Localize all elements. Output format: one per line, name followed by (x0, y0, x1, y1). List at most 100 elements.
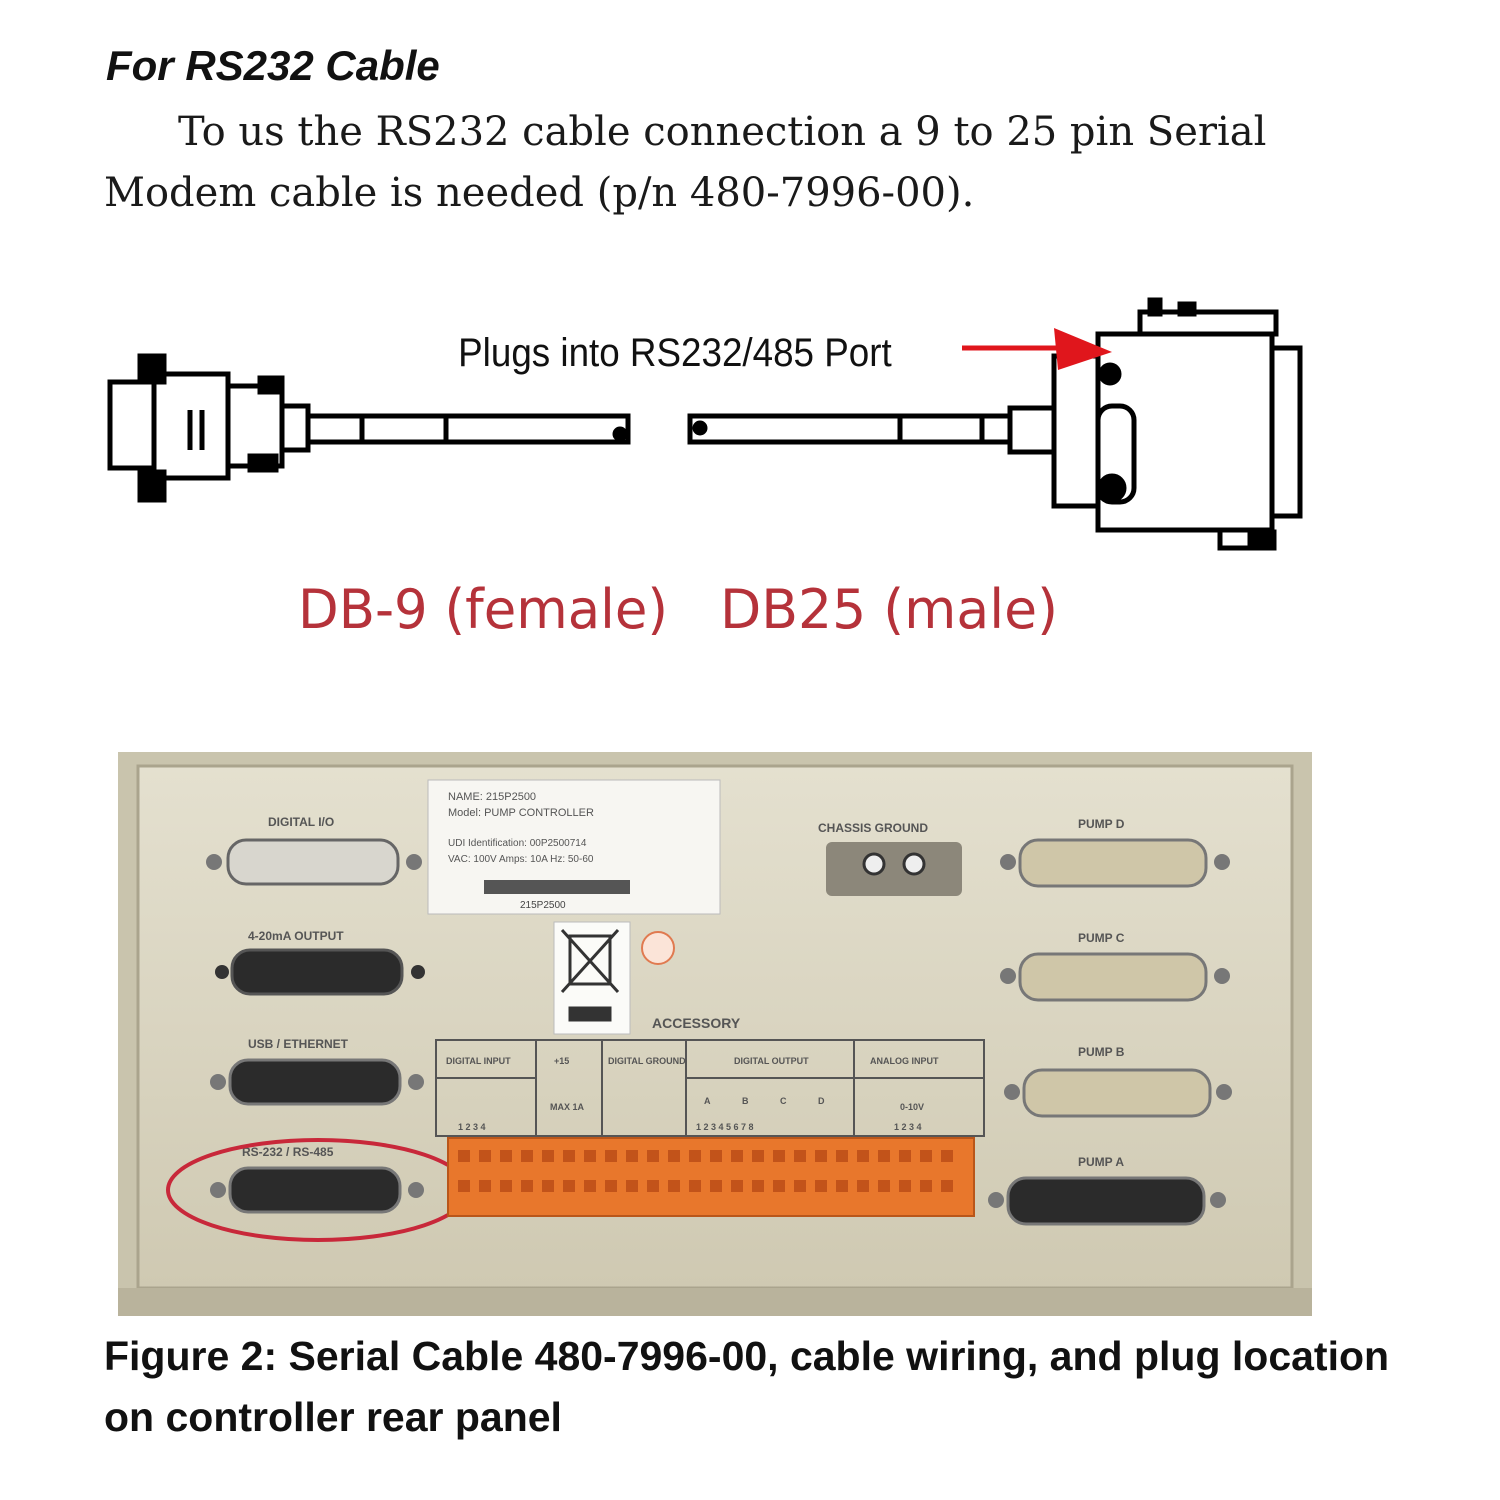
terminal-pin (542, 1180, 554, 1192)
db9-label: DB-9 (female) (298, 578, 668, 641)
terminal-pin (941, 1150, 953, 1162)
terminal-pin (689, 1150, 701, 1162)
controller-rear-panel: NAME: 215P2500 Model: PUMP CONTROLLER UD… (118, 752, 1312, 1316)
terminal-pin (794, 1150, 806, 1162)
label-output-b: B (742, 1096, 749, 1106)
terminal-pin (605, 1150, 617, 1162)
label-pump-a: PUMP A (1078, 1155, 1124, 1169)
label-digital-output: DIGITAL OUTPUT (734, 1056, 809, 1066)
terminal-pin (689, 1180, 701, 1192)
label-0-10v: 0-10V (900, 1102, 924, 1112)
instruction-text: To us the RS232 cable connection a 9 to … (104, 109, 1267, 216)
cable-drawing (305, 413, 1013, 445)
db25-label: DB25 (male) (720, 578, 1058, 641)
label-plus15: +15 (554, 1056, 569, 1066)
terminal-pin (836, 1180, 848, 1192)
rs232-rs485-connector[interactable] (210, 1166, 424, 1214)
label-usb-ethernet: USB / ETHERNET (248, 1037, 349, 1051)
instruction-paragraph: To us the RS232 cable connection a 9 to … (104, 102, 1334, 224)
label-4-20ma: 4-20mA OUTPUT (248, 929, 344, 943)
terminal-pin (710, 1180, 722, 1192)
terminal-pin (857, 1180, 869, 1192)
terminal-pin (920, 1150, 932, 1162)
terminal-pin (836, 1150, 848, 1162)
label-output-c: C (780, 1096, 787, 1106)
terminal-pin (563, 1150, 575, 1162)
label-max-1a: MAX 1A (550, 1102, 585, 1112)
cable-diagram: Plugs into RS232/485 Port DB-9 (female) … (107, 297, 1303, 641)
terminal-pin (500, 1180, 512, 1192)
terminal-pin (458, 1180, 470, 1192)
terminal-pin (668, 1180, 680, 1192)
terminal-pin (542, 1150, 554, 1162)
svg-text:Model: PUMP CONTROLLER: Model: PUMP CONTROLLER (448, 807, 594, 819)
svg-text:VAC: 100V Amps: 10A Hz:: VAC: 100V Amps: 10A Hz: 50-60 (448, 854, 594, 865)
svg-text:UDI Identification: 00P2500714: UDI Identification: 00P2500714 (448, 838, 587, 849)
compliance-mark-icon (641, 931, 675, 965)
label-pump-b: PUMP B (1078, 1045, 1125, 1059)
terminal-pin (878, 1180, 890, 1192)
port-arrow (962, 328, 1112, 370)
label-input-pins: 1 2 3 4 (458, 1122, 486, 1132)
terminal-pin (584, 1180, 596, 1192)
label-digital-io: DIGITAL I/O (268, 815, 334, 829)
4-20ma-connector (215, 948, 425, 996)
label-output-a: A (704, 1096, 711, 1106)
label-chassis-ground: CHASSIS GROUND (818, 821, 928, 835)
label-rs232-rs485: RS-232 / RS-485 (242, 1145, 334, 1159)
terminal-pin (857, 1150, 869, 1162)
terminal-block (447, 1137, 975, 1217)
figure-caption: Figure 2: Serial Cable 480-7996-00, cabl… (104, 1333, 1390, 1440)
pump-a-connector (988, 1176, 1226, 1226)
terminal-pin (794, 1180, 806, 1192)
terminal-pin (563, 1180, 575, 1192)
terminal-pin (584, 1150, 596, 1162)
section-heading: For RS232 Cable (106, 42, 440, 89)
terminal-pin (773, 1180, 785, 1192)
db25-connector-drawing (1007, 297, 1303, 551)
db9-connector-drawing (107, 353, 311, 503)
terminal-pin (920, 1180, 932, 1192)
terminal-pin (500, 1150, 512, 1162)
label-digital-input: DIGITAL INPUT (446, 1056, 511, 1066)
terminal-pin (479, 1150, 491, 1162)
terminal-pin (479, 1180, 491, 1192)
digital-io-connector (206, 838, 422, 886)
label-pump-d: PUMP D (1078, 817, 1125, 831)
terminal-pin (710, 1150, 722, 1162)
terminal-pin (521, 1180, 533, 1192)
pump-b-connector (1004, 1068, 1232, 1118)
terminal-pin (878, 1150, 890, 1162)
svg-text:215P2500: 215P2500 (520, 900, 566, 911)
label-digital-ground: DIGITAL GROUND (608, 1056, 686, 1066)
label-output-d: D (818, 1096, 825, 1106)
terminal-pin (458, 1150, 470, 1162)
port-label: Plugs into RS232/485 Port (458, 331, 892, 376)
terminal-pin (899, 1150, 911, 1162)
rating-sticker: NAME: 215P2500 Model: PUMP CONTROLLER UD… (427, 779, 721, 915)
chassis-ground-block (826, 842, 962, 896)
terminal-pin (626, 1180, 638, 1192)
terminal-pin (605, 1180, 617, 1192)
pump-d-connector (1000, 838, 1230, 888)
label-analog-input: ANALOG INPUT (870, 1056, 939, 1066)
terminal-pin (752, 1150, 764, 1162)
label-accessory: ACCESSORY (652, 1015, 741, 1031)
terminal-pin (815, 1180, 827, 1192)
terminal-pin (752, 1180, 764, 1192)
usb-ethernet-connector (210, 1058, 424, 1106)
terminal-pin (647, 1180, 659, 1192)
label-analog-pins: 1 2 3 4 (894, 1122, 922, 1132)
pump-c-connector (1000, 952, 1230, 1002)
terminal-pin (941, 1180, 953, 1192)
svg-text:NAME: 215P2500: NAME: 215P2500 (448, 791, 536, 803)
terminal-pin (521, 1150, 533, 1162)
accessory-label-grid (435, 1039, 985, 1137)
terminal-pin (626, 1150, 638, 1162)
label-pump-c: PUMP C (1078, 931, 1125, 945)
terminal-pin (731, 1180, 743, 1192)
weee-icon (560, 928, 620, 1022)
label-output-pins: 1 2 3 4 5 6 7 8 (696, 1122, 754, 1132)
terminal-pin (647, 1150, 659, 1162)
terminal-pin (815, 1150, 827, 1162)
